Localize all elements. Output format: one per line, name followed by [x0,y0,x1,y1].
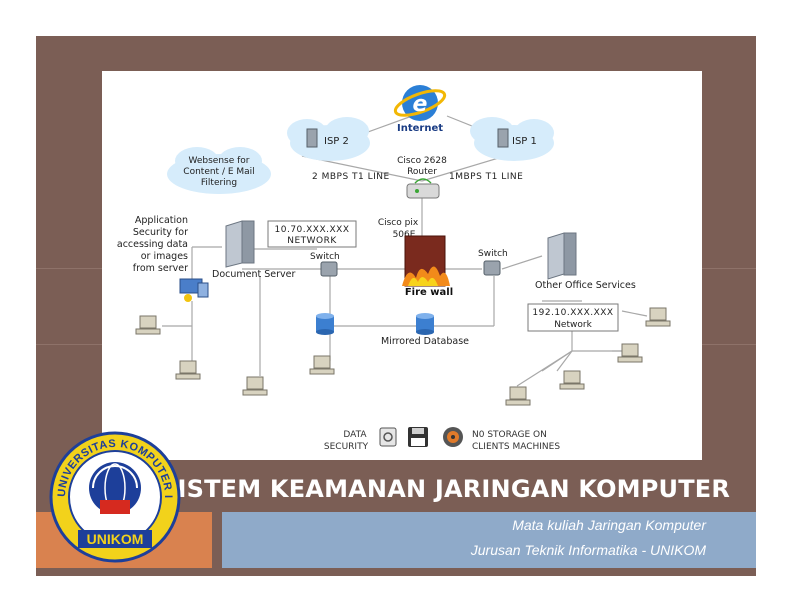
router-label-2: Router [407,167,437,177]
workstation-icon [617,343,643,363]
workstation-icon [645,307,671,327]
pix-label-1: Cisco pix [378,218,419,228]
router-icon [406,178,440,199]
isp1-label: ISP 1 [512,136,537,147]
switch-left-icon [320,261,338,277]
network-right-box [527,303,619,332]
subtitle-panel: Mata kuliah Jaringan Komputer Jurusan Te… [222,512,756,568]
isp2-label: ISP 2 [324,136,349,147]
title-bar [190,470,756,508]
floppy-disk-icon [408,427,428,447]
workstation-icon [309,355,335,375]
workstation-icon [559,370,585,390]
isp2-server-icon [306,128,318,148]
network-right-label-2: Network [554,320,592,330]
other-office-label: Other Office Services [535,280,636,291]
database-left-icon [316,313,334,335]
line-left-label: 2 MBPS T1 LINE [312,172,390,182]
grid-line [702,268,756,269]
firewall-icon [402,235,450,287]
workstation-icon [135,315,161,335]
websense-label-3: Filtering [201,178,237,188]
grid-line [36,268,102,269]
switch-left-label: Switch [310,252,340,262]
line-right-label: 1MBPS T1 LINE [449,172,523,182]
isp1-server-icon [497,128,509,148]
svg-text:e: e [413,92,428,117]
app-security-label-2: Security for [133,227,188,238]
grid-line [36,344,102,345]
subtitle-course: Mata kuliah Jaringan Komputer [512,517,706,533]
router-label-1: Cisco 2628 [397,156,447,166]
no-storage-label-2: CLIENTS MACHINES [472,442,560,452]
network-left-label-2: NETWORK [287,236,337,246]
logo-name: UNIKOM [87,531,144,547]
app-security-label-3: accessing data [117,239,188,250]
pix-label-2: 506E [393,230,416,240]
unikom-logo: UNIVERSITAS KOMPUTER INDONESIA UNIKOM [48,426,181,563]
isp1-cloud [470,117,554,161]
network-diagram: e Internet ISP 2 ISP 1 Websense for Cont… [102,71,702,460]
internet-label: Internet [397,123,443,134]
secure-computer-icon [179,278,209,302]
no-storage-disc-icon [443,427,463,447]
database-right-icon [416,313,434,335]
websense-label-2: Content / E Mail [183,167,254,177]
internet-icon: e [393,85,447,121]
websense-label-1: Websense for [188,156,249,166]
document-server-icon [225,220,255,268]
document-server-label: Document Server [212,269,295,280]
slide-title: SISTEM KEAMANAN JARINGAN KOMPUTER [160,475,731,503]
workstation-icon [505,386,531,406]
app-security-label-5: from server [133,263,188,274]
mirrored-db-label: Mirrored Database [381,336,469,347]
grid-line [702,344,756,345]
data-security-label-1: DATA [343,430,367,440]
websense-cloud [167,147,271,194]
network-left-box [267,220,357,248]
app-security-label-1: Application [135,215,188,226]
data-security-label-2: SECURITY [324,442,369,452]
switch-right-label: Switch [478,249,508,259]
safe-icon [379,427,397,447]
other-office-server-icon [547,232,577,280]
firewall-label: Fire wall [405,287,453,298]
app-security-label-4: or images [141,251,188,262]
workstation-icon [242,376,268,396]
subtitle-department: Jurusan Teknik Informatika - UNIKOM [470,542,706,558]
workstation-icon [175,360,201,380]
network-left-label-1: 10.70.XXX.XXX [275,225,350,235]
network-right-label-1: 192.10.XXX.XXX [532,308,613,318]
switch-right-icon [483,260,501,276]
no-storage-label-1: N0 STORAGE ON [472,430,547,440]
